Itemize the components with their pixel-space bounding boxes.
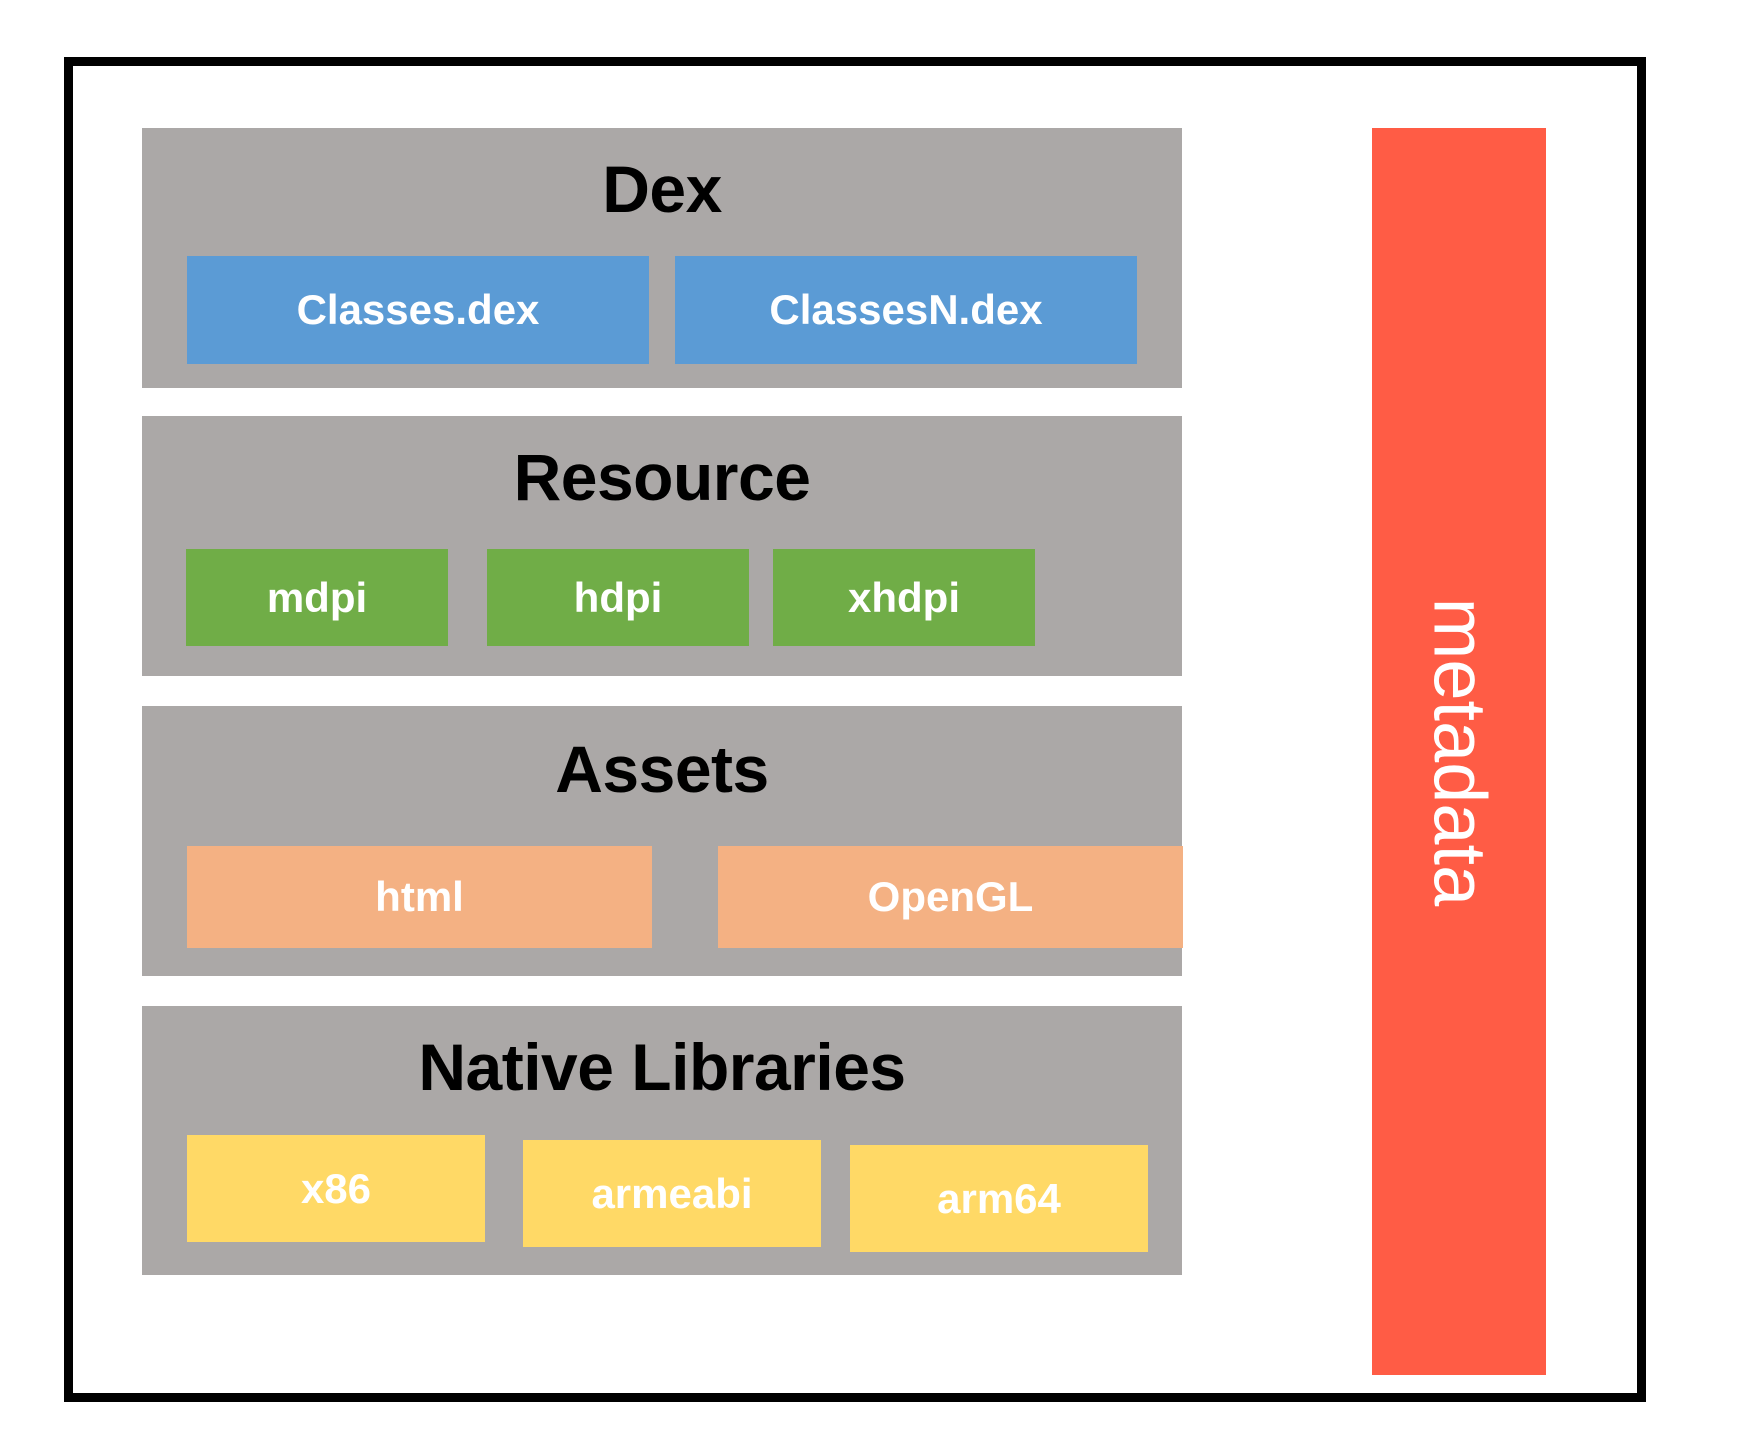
chip-x86[interactable]: x86 xyxy=(187,1135,485,1242)
section-assets-title: Assets xyxy=(555,732,769,806)
chip-armeabi[interactable]: armeabi xyxy=(523,1140,821,1247)
metadata-label: metadata xyxy=(1418,597,1502,906)
section-resource[interactable]: Resource mdpi hdpi xhdpi xyxy=(142,416,1182,676)
section-native-libraries-title: Native Libraries xyxy=(418,1030,906,1104)
chip-mdpi[interactable]: mdpi xyxy=(186,549,448,646)
section-native-libraries[interactable]: Native Libraries x86 armeabi arm64 xyxy=(142,1006,1182,1275)
chip-xhdpi[interactable]: xhdpi xyxy=(773,549,1035,646)
section-dex[interactable]: Dex Classes.dex ClassesN.dex xyxy=(142,128,1182,388)
section-dex-title: Dex xyxy=(602,152,722,226)
chip-arm64[interactable]: arm64 xyxy=(850,1145,1148,1252)
section-resource-title: Resource xyxy=(513,440,811,514)
sections-column: Dex Classes.dex ClassesN.dex Resource md… xyxy=(142,128,1183,1375)
chip-hdpi[interactable]: hdpi xyxy=(487,549,749,646)
metadata-bar[interactable]: metadata xyxy=(1372,128,1546,1375)
chip-classes-n-dex[interactable]: ClassesN.dex xyxy=(675,256,1137,364)
section-assets[interactable]: Assets html OpenGL xyxy=(142,706,1183,976)
chip-opengl[interactable]: OpenGL xyxy=(718,846,1183,948)
chip-html[interactable]: html xyxy=(187,846,652,948)
chip-classes-dex[interactable]: Classes.dex xyxy=(187,256,649,364)
apk-outer-frame: Dex Classes.dex ClassesN.dex Resource md… xyxy=(64,57,1646,1402)
